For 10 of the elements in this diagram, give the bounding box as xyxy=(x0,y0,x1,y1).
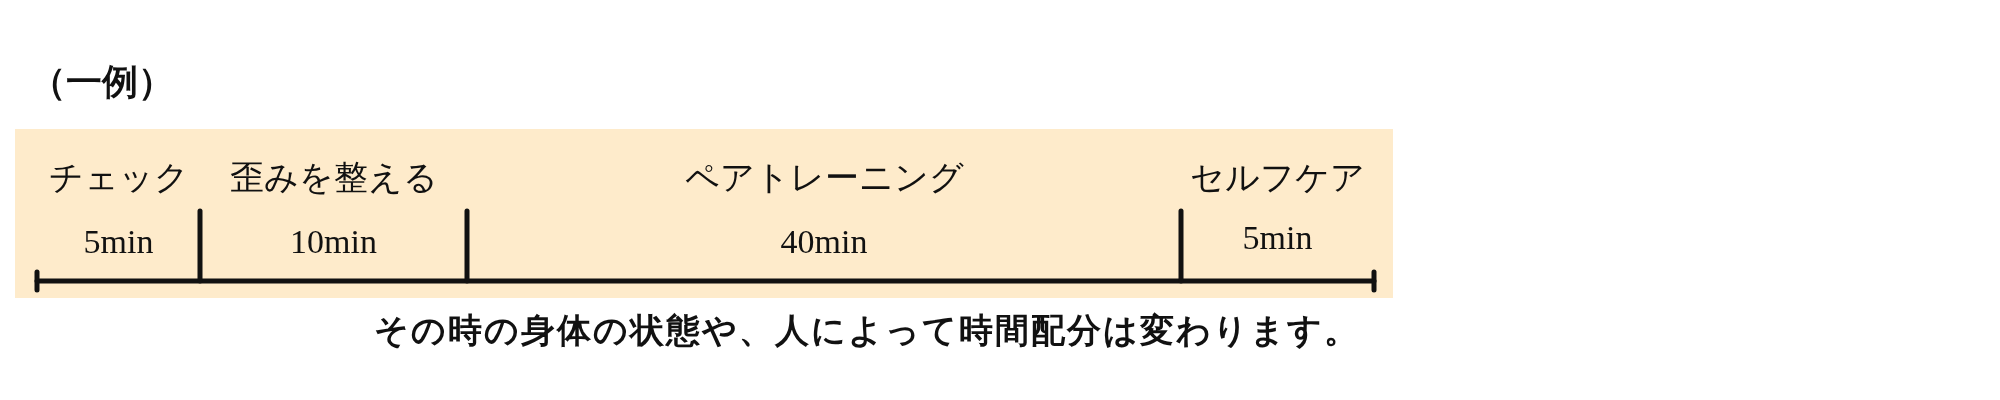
segment-name: ペアトレーニング xyxy=(683,158,965,198)
duration-label: 5min xyxy=(82,222,155,262)
title: （一例） xyxy=(30,61,174,104)
segment-name: セルフケア xyxy=(1189,158,1366,198)
duration-label: 5min xyxy=(1241,218,1314,258)
segment-name: チェック xyxy=(47,158,190,198)
duration-label: 10min xyxy=(289,222,378,262)
caption: その時の身体の状態や、人によって時間配分は変わります。 xyxy=(374,311,1360,351)
segment-name: 歪みを整える xyxy=(228,158,439,198)
duration-label: 40min xyxy=(779,222,869,262)
